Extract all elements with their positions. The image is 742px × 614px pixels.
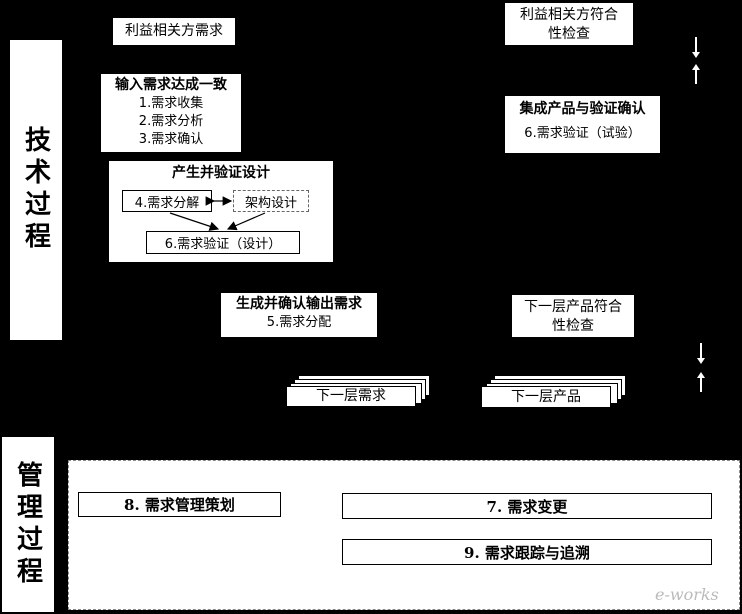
input-requirements-item: 1.需求收集 xyxy=(138,96,204,111)
input-requirements-box: 输入需求达成一致 1.需求收集 2.需求分析 3.需求确认 xyxy=(101,74,241,152)
watermark-logo: e-works xyxy=(655,585,719,604)
design-verify-box: 6.需求验证（设计） xyxy=(146,231,300,254)
integrate-verify-item: 6.需求验证（试验） xyxy=(524,126,641,141)
requirements-change-box: 7. 需求变更 xyxy=(342,493,712,519)
requirements-change-text: 7. 需求变更 xyxy=(486,497,568,516)
requirements-planning-text: 8. 需求管理策划 xyxy=(124,496,235,514)
output-requirements-title: 生成并确认输出需求 xyxy=(236,296,362,312)
management-area xyxy=(68,460,740,610)
decompose-box: 4.需求分解 xyxy=(122,190,212,212)
lower-product-text: 下一层产品 xyxy=(511,389,581,405)
stakeholder-check-box: 利益相关方符合性检查 xyxy=(505,3,633,45)
architecture-box: 架构设计 xyxy=(233,190,309,212)
lower-check-box: 下一层产品符合性检查 xyxy=(512,295,634,337)
management-process-label: 管理过程 xyxy=(2,437,54,612)
stakeholder-requirement-text: 利益相关方需求 xyxy=(125,23,223,39)
requirements-trace-box: 9. 需求跟踪与追溯 xyxy=(342,539,712,565)
arrow-icon xyxy=(226,212,266,231)
lower-product-box: 下一层产品 xyxy=(481,386,611,408)
input-requirements-item: 3.需求确认 xyxy=(138,132,204,147)
lower-check-text: 下一层产品符合性检查 xyxy=(524,299,622,334)
up-down-arrow-icon xyxy=(692,37,700,84)
technical-process-label: 技术过程 xyxy=(10,40,62,340)
output-requirements-box: 生成并确认输出需求 5.需求分配 xyxy=(221,293,377,337)
decompose-text: 4.需求分解 xyxy=(134,195,200,211)
output-requirements-item: 5.需求分配 xyxy=(266,315,332,330)
design-title: 产生并验证设计 xyxy=(172,165,270,181)
input-requirements-item: 2.需求分析 xyxy=(138,114,204,129)
stakeholder-requirement-box: 利益相关方需求 xyxy=(113,18,235,45)
requirements-planning-box: 8. 需求管理策划 xyxy=(78,492,281,517)
integrate-verify-box: 集成产品与验证确认 6.需求验证（试验） xyxy=(505,96,660,153)
lower-requirements-text: 下一层需求 xyxy=(316,388,386,404)
requirements-trace-text: 9. 需求跟踪与追溯 xyxy=(464,543,590,562)
up-down-arrow-icon xyxy=(697,343,705,392)
stakeholder-check-text: 利益相关方符合性检查 xyxy=(520,7,618,42)
architecture-text: 架构设计 xyxy=(244,195,297,211)
integrate-verify-title: 集成产品与验证确认 xyxy=(519,101,646,117)
input-requirements-title: 输入需求达成一致 xyxy=(115,77,227,93)
lower-requirements-box: 下一层需求 xyxy=(286,386,416,407)
arrow-icon xyxy=(169,212,220,231)
design-verify-text: 6.需求验证（设计） xyxy=(164,237,282,252)
